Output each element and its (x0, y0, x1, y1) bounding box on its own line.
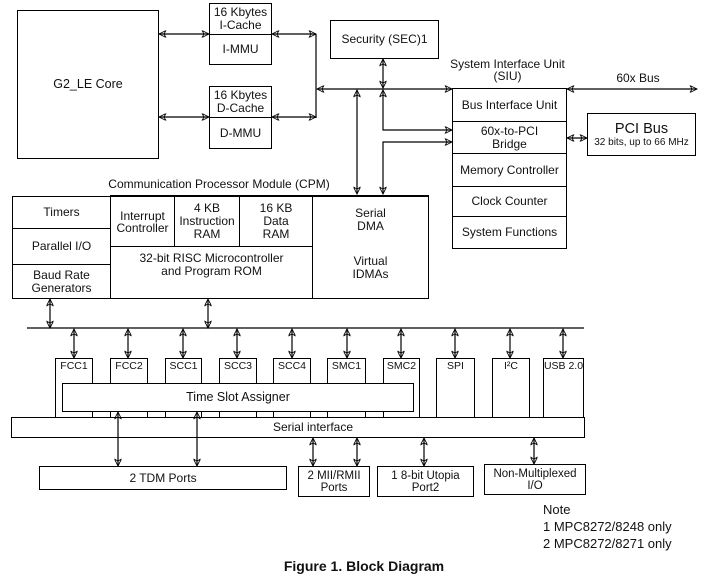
arrow-cpm-pci-bridge (383, 142, 452, 194)
iram-label-line2: Instruction (179, 214, 235, 228)
security-label: Security (SEC)1 (341, 32, 428, 46)
peripheral-label: USB 2.0 (543, 360, 584, 372)
peripheral-label: SPI (447, 360, 464, 372)
peripheral-i2c: I²C (492, 358, 530, 418)
iram-label-line3: RAM (193, 227, 221, 241)
non-multiplexed-io-block: Non-Multiplexed I/O (484, 464, 586, 495)
time-slot-assigner-block: Time Slot Assigner (62, 383, 414, 412)
peripheral-label: SCC3 (223, 360, 252, 372)
dmmu-label: D-MMU (219, 125, 262, 140)
figure-caption: Figure 1. Block Diagram (283, 558, 445, 574)
system-functions-label: System Functions (461, 225, 558, 239)
parallel-io-label: Parallel I/O (31, 239, 92, 253)
baud-label-line1: Baud Rate (33, 267, 90, 282)
data-ram-block: 16 KB Data RAM (239, 195, 313, 247)
immu-block: I-MMU (209, 34, 272, 65)
pci-bridge-label-line2: Bridge (492, 136, 527, 151)
peripheral-label: FCC1 (60, 360, 88, 372)
dram-label-line1: 16 KB (259, 201, 293, 215)
risc-label-line1: 32-bit RISC Microcontroller (139, 251, 284, 265)
siu-title: System Interface Unit (SIU) (440, 58, 575, 82)
timers-block: Timers (12, 196, 111, 229)
memory-controller-label: Memory Controller (460, 162, 559, 177)
bus-interface-unit-block: Bus Interface Unit (452, 88, 567, 123)
mii-label-line1: 2 MII/RMII (307, 469, 361, 482)
pci-bridge-label-line1: 60x-to-PCI (480, 123, 539, 138)
note-item: 2 MPC8272/8271 only (543, 536, 672, 551)
serial-interface-label: Serial interface (272, 420, 354, 434)
siu-title-line2: (SIU) (493, 69, 522, 83)
iram-label-line1: 4 KB (193, 201, 220, 215)
parallel-io-block: Parallel I/O (12, 228, 111, 265)
baud-label-line2: Generators (31, 280, 92, 295)
peripheral-label: SMC2 (386, 360, 417, 372)
interrupt-controller-block: Interrupt Controller (110, 195, 175, 247)
sdma-label-line2: DMA (357, 219, 384, 233)
immu-label: I-MMU (222, 42, 259, 56)
icache-name: I-Cache (219, 18, 262, 32)
nonmux-label-line2: I/O (527, 480, 543, 492)
siu-title-line1: System Interface Unit (450, 57, 565, 71)
footnote: Note 1 MPC8272/8248 only 2 MPC8272/8271 … (543, 501, 672, 552)
peripheral-label: SCC4 (277, 360, 306, 372)
pci-bridge-block: 60x-to-PCI Bridge (452, 121, 567, 154)
tdm-ports-block: 2 TDM Ports (39, 466, 287, 490)
pci-bus-subtitle: 32 bits, up to 66 MHz (594, 136, 689, 148)
note-title: Note (543, 502, 571, 517)
dmmu-block: D-MMU (209, 117, 272, 149)
risc-microcontroller-block: 32-bit RISC Microcontroller and Program … (110, 246, 313, 299)
peripheral-usb: USB 2.0 (543, 358, 584, 418)
peripheral-label: I²C (504, 360, 518, 372)
nonmux-label-line1: Non-Multiplexed (493, 468, 577, 480)
baud-rate-generators-block: Baud Rate Generators (12, 264, 111, 299)
serial-dma-block: Serial DMA Virtual IDMAs (312, 195, 429, 299)
mii-label-line2: Ports (320, 481, 348, 494)
bus-60x-label: 60x Bus (616, 71, 660, 85)
icache-block: 16 Kbytes I-Cache (209, 3, 272, 35)
dram-label-line2: Data (263, 214, 289, 228)
pci-bus-title: PCI Bus (614, 120, 669, 137)
peripheral-label: FCC2 (115, 360, 143, 372)
instruction-ram-block: 4 KB Instruction RAM (174, 195, 240, 247)
vidma-label-line2: IDMAs (352, 267, 389, 281)
utopia-label-line1: 1 8-bit Utopia (391, 469, 460, 482)
arrow-bus-pci-bridge (383, 90, 452, 130)
sdma-label-line1: Serial (355, 206, 386, 220)
note-item: 1 MPC8272/8248 only (543, 519, 672, 534)
dcache-name: D-Cache (216, 101, 265, 115)
icache-size: 16 Kbytes (213, 5, 268, 19)
tsa-label: Time Slot Assigner (186, 390, 290, 404)
dram-label-line3: RAM (262, 227, 290, 241)
dcache-size: 16 Kbytes (213, 88, 268, 102)
tdm-ports-label: 2 TDM Ports (129, 470, 197, 485)
peripheral-label: SMC1 (331, 360, 362, 372)
pci-bus-block: PCI Bus 32 bits, up to 66 MHz (587, 113, 696, 156)
risc-label-line2: and Program ROM (161, 264, 262, 278)
dcache-block: 16 Kbytes D-Cache (209, 86, 272, 118)
system-functions-block: System Functions (452, 216, 567, 249)
memory-controller-block: Memory Controller (452, 153, 567, 187)
clock-counter-block: Clock Counter (452, 186, 567, 218)
g2-le-core-block: G2_LE Core (17, 10, 159, 159)
utopia-port-block: 1 8-bit Utopia Port2 (377, 466, 474, 497)
interrupt-label-line1: Interrupt (120, 208, 165, 223)
core-label: G2_LE Core (53, 77, 123, 91)
peripheral-spi: SPI (436, 358, 475, 418)
vidma-label-line1: Virtual (353, 254, 388, 268)
bus-interface-unit-label: Bus Interface Unit (461, 97, 558, 112)
utopia-label-line2: Port2 (411, 481, 440, 494)
mii-ports-block: 2 MII/RMII Ports (298, 466, 370, 497)
cpm-title: Communication Processor Module (CPM) (108, 177, 330, 191)
peripheral-label: SCC1 (169, 360, 198, 372)
timers-label: Timers (43, 205, 80, 219)
clock-counter-label: Clock Counter (471, 194, 548, 208)
interrupt-label-line2: Controller (116, 220, 169, 235)
serial-interface-block: Serial interface (11, 417, 585, 438)
security-block: Security (SEC)1 (330, 20, 439, 59)
